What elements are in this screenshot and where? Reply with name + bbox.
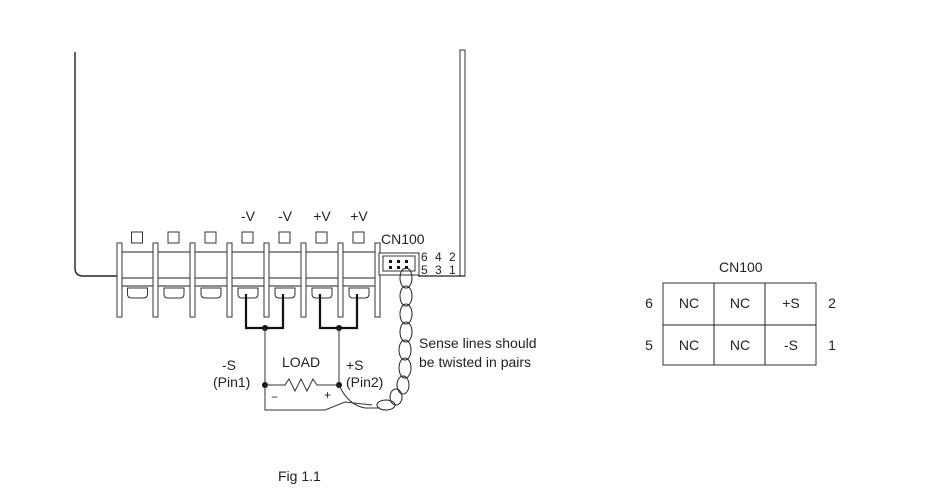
terminal-separator xyxy=(116,242,123,318)
load-minus-sign: − xyxy=(271,390,278,404)
plus-sense-label: +S xyxy=(346,357,364,373)
terminal-screw-icon xyxy=(131,231,143,244)
pin-cell: +S xyxy=(782,295,800,311)
plus-sense-wire xyxy=(338,384,380,409)
terminal-label: -V xyxy=(278,208,293,224)
twist-loop xyxy=(399,285,413,307)
terminal-separator xyxy=(226,242,233,318)
twist-loop xyxy=(399,267,413,289)
enclosure-left-edge xyxy=(74,52,120,277)
plus-sense-pin: (Pin2) xyxy=(346,374,383,390)
terminal-screw-icon xyxy=(278,231,291,244)
terminal-separator xyxy=(189,242,196,318)
note-line-2: be twisted in pairs xyxy=(419,354,531,370)
pin-cell: NC xyxy=(679,337,699,353)
terminal-screw-icon xyxy=(167,231,180,244)
pin-cell: -S xyxy=(784,337,798,353)
twist-loop xyxy=(399,303,413,325)
terminal-block xyxy=(116,231,381,318)
minus-sense-wire xyxy=(264,385,373,411)
twist-loop xyxy=(398,357,412,379)
note-line-1: Sense lines should xyxy=(419,335,537,351)
terminal-clamp-icon xyxy=(163,287,185,299)
twist-loop xyxy=(389,388,403,406)
twisted-sense-pair xyxy=(376,267,413,411)
terminal-clamp-icon xyxy=(311,287,333,299)
load-resistor-icon xyxy=(265,377,339,393)
terminal-clamp-icon xyxy=(127,287,148,299)
twist-loop xyxy=(399,321,413,343)
terminal-clamp-icon xyxy=(274,287,296,299)
cn100-connector: CN100 6 4 2 5 3 1 xyxy=(378,231,458,277)
pin-cell: NC xyxy=(730,337,750,353)
enclosure-right-edge xyxy=(459,49,466,277)
pin-cell: NC xyxy=(730,295,750,311)
pin-number-left: 5 xyxy=(645,337,653,353)
terminal-separator xyxy=(374,242,381,318)
load-plus-sign: + xyxy=(324,388,331,402)
terminal-label: +V xyxy=(350,208,368,224)
pin-table-title: CN100 xyxy=(719,259,763,275)
terminal-separator xyxy=(263,242,270,318)
terminal-separator xyxy=(152,242,159,318)
twist-loop xyxy=(398,339,412,361)
load-label: LOAD xyxy=(282,354,320,370)
cn100-label: CN100 xyxy=(381,231,425,247)
twist-loop xyxy=(376,399,396,411)
twist-loop xyxy=(396,375,410,395)
terminal-screw-icon xyxy=(204,231,217,244)
pin-number-left: 6 xyxy=(645,295,653,311)
terminal-clamp-icon xyxy=(348,287,370,299)
cn100-pins-bottom: 5 3 1 xyxy=(421,263,458,277)
figure-caption: Fig 1.1 xyxy=(278,468,321,484)
terminal-screw-icon xyxy=(352,231,365,244)
minus-sense-label: -S xyxy=(222,357,236,373)
minus-sense-pin: (Pin1) xyxy=(213,374,250,390)
terminal-separator xyxy=(337,242,344,318)
terminal-clamp-icon xyxy=(200,287,222,299)
terminal-screw-icon xyxy=(241,231,254,244)
load-wiring: LOAD − + -S (Pin1) +S (Pin2) xyxy=(213,294,383,411)
terminal-screw-icon xyxy=(315,231,328,244)
terminal-separator xyxy=(300,242,307,318)
terminal-label: +V xyxy=(313,208,331,224)
terminal-clamp-icon xyxy=(237,287,259,299)
terminal-label: -V xyxy=(241,208,256,224)
pin-cell: NC xyxy=(679,295,699,311)
pin-number-right: 2 xyxy=(828,295,836,311)
pin-number-right: 1 xyxy=(828,337,836,353)
cn100-pins-top: 6 4 2 xyxy=(421,250,458,264)
